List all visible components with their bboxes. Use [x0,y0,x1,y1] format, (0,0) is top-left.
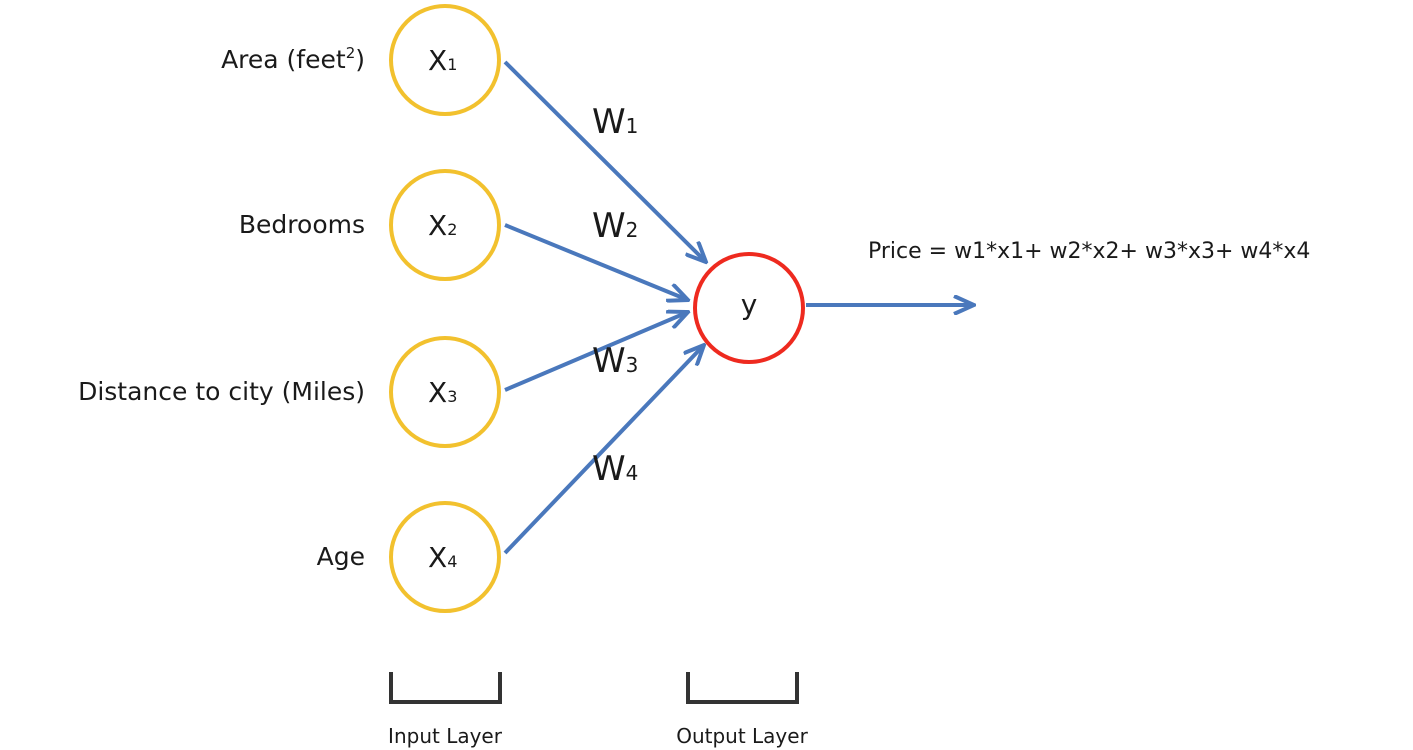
weight-w4: W4 [592,449,638,489]
price-formula: Price = w1*x1+ w2*x2+ w3*x3+ w4*x4 [868,239,1310,264]
weight-w3: W3 [592,341,638,381]
output-layer-label: Output Layer [676,724,808,748]
feature-label-distance: Distance to city (Miles) [78,377,365,406]
connection-x3-y [504,312,688,392]
input-layer-label: Input Layer [388,724,503,748]
feature-label-age: Age [317,542,365,571]
output-node [693,252,805,364]
feature-labels: Area (feet2) Bedrooms Distance to city (… [78,44,365,571]
feature-label-area: Area (feet2) [221,44,365,74]
node-x4-label: X4 [428,541,457,574]
weight-w1: W1 [592,102,638,142]
input-layer-bracket [389,672,502,704]
input-node-x1 [389,4,501,116]
input-node-x2 [389,169,501,281]
node-x1-label: X1 [428,44,457,77]
connections [503,60,974,555]
input-nodes [389,4,501,613]
connection-x2-y [504,223,688,300]
node-x2-label: X2 [428,209,457,242]
connection-x1-y [503,60,706,262]
input-node-x3 [389,336,501,448]
output-node-label: y [741,288,758,321]
output-layer-bracket [686,672,799,704]
node-x3-label: X3 [428,376,457,409]
feature-label-bedrooms: Bedrooms [239,210,365,239]
weight-w2: W2 [592,206,638,246]
connection-x4-y [503,345,704,555]
weight-labels: W1 W2 W3 W4 [592,102,638,489]
input-node-labels: X1 X2 X3 X4 [428,44,457,574]
input-node-x4 [389,501,501,613]
